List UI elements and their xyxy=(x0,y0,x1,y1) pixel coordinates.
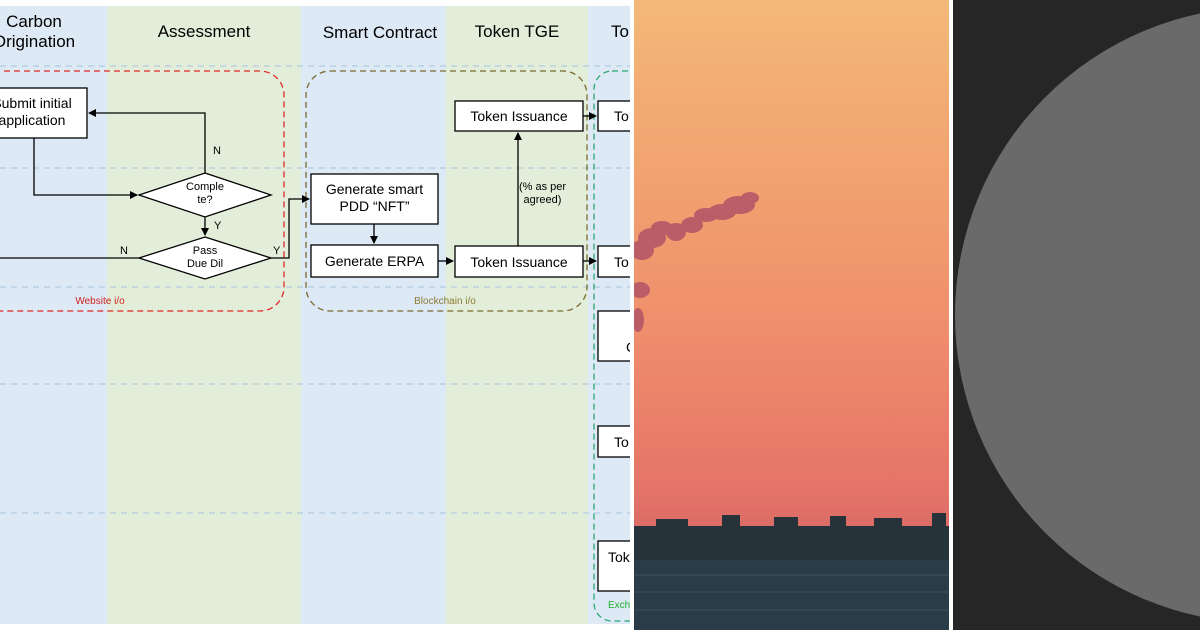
lane-token-tge-bg xyxy=(446,6,588,624)
city-skyline xyxy=(634,513,949,566)
complete-decision-label: Comple te? xyxy=(186,181,224,207)
grey-disc-panel xyxy=(953,0,1200,630)
token-issuance-top-label: Token Issuance xyxy=(470,108,568,124)
website-io-group xyxy=(0,70,285,312)
lane-assessment-bg xyxy=(107,6,301,624)
submit-application-label: Submit initial application xyxy=(0,95,72,128)
cut-box-1 xyxy=(597,100,630,132)
pass-due-dil-label: Pass Due Dil xyxy=(186,245,224,271)
lane-header-smart-contract: Smart Contract xyxy=(322,23,438,42)
panel-divider-left xyxy=(630,0,634,630)
website-io-label: Website i/o xyxy=(75,296,125,307)
agreed-note: (% as per agreed) xyxy=(518,181,567,207)
row-dividers xyxy=(0,65,630,514)
cut-box-3-label: C xyxy=(626,339,630,356)
lane-header-token-tge: Token TGE xyxy=(474,22,560,41)
cut-box-5 xyxy=(597,540,630,592)
exchange-label: Exch xyxy=(608,600,630,611)
generate-pdd-nft-box xyxy=(310,173,439,225)
connectors xyxy=(0,109,597,265)
sea-water xyxy=(634,560,949,630)
cut-box-2-label: To xyxy=(614,254,629,270)
exchange-group xyxy=(593,70,630,622)
pass-due-dil-decision xyxy=(136,236,274,280)
generate-erpa-box xyxy=(310,244,439,278)
sunset-photo xyxy=(634,0,949,630)
generate-pdd-nft-label: Generate smart PDD “NFT” xyxy=(325,181,424,214)
diagram-graphics xyxy=(0,6,630,624)
token-issuance-bottom-label: Token Issuance xyxy=(470,254,568,270)
swimlane-diagram: Carbon Origination Assessment Smart Cont… xyxy=(0,6,630,624)
smoke-plume xyxy=(634,192,759,332)
grey-disc xyxy=(955,13,1200,617)
edge-label-n-pass: N xyxy=(120,245,128,257)
sunset-scene xyxy=(634,192,949,630)
token-issuance-bottom-box xyxy=(454,245,584,278)
cut-box-5-label: Tok xyxy=(608,549,630,565)
cut-box-4 xyxy=(597,425,630,458)
cut-box-3 xyxy=(597,310,630,362)
edge-label-y-complete: Y xyxy=(214,220,222,232)
blockchain-io-label: Blockchain i/o xyxy=(414,296,476,307)
panel-divider-right xyxy=(949,0,953,630)
cut-box-1-label: To xyxy=(614,108,629,124)
lane-header-assessment: Assessment xyxy=(157,22,251,41)
lane-header-trading: To xyxy=(611,22,629,41)
disc-graphic xyxy=(955,13,1200,617)
edge-label-y-pass: Y xyxy=(273,245,281,257)
cut-box-2 xyxy=(597,245,630,278)
edge-label-n-complete: N xyxy=(213,145,221,157)
lane-smart-contract-bg xyxy=(301,6,446,624)
water-ripples xyxy=(634,574,949,611)
generate-erpa-label: Generate ERPA xyxy=(324,253,425,269)
lane-header-origination: Carbon Origination xyxy=(0,12,76,52)
cut-box-4-label: To xyxy=(614,434,629,450)
